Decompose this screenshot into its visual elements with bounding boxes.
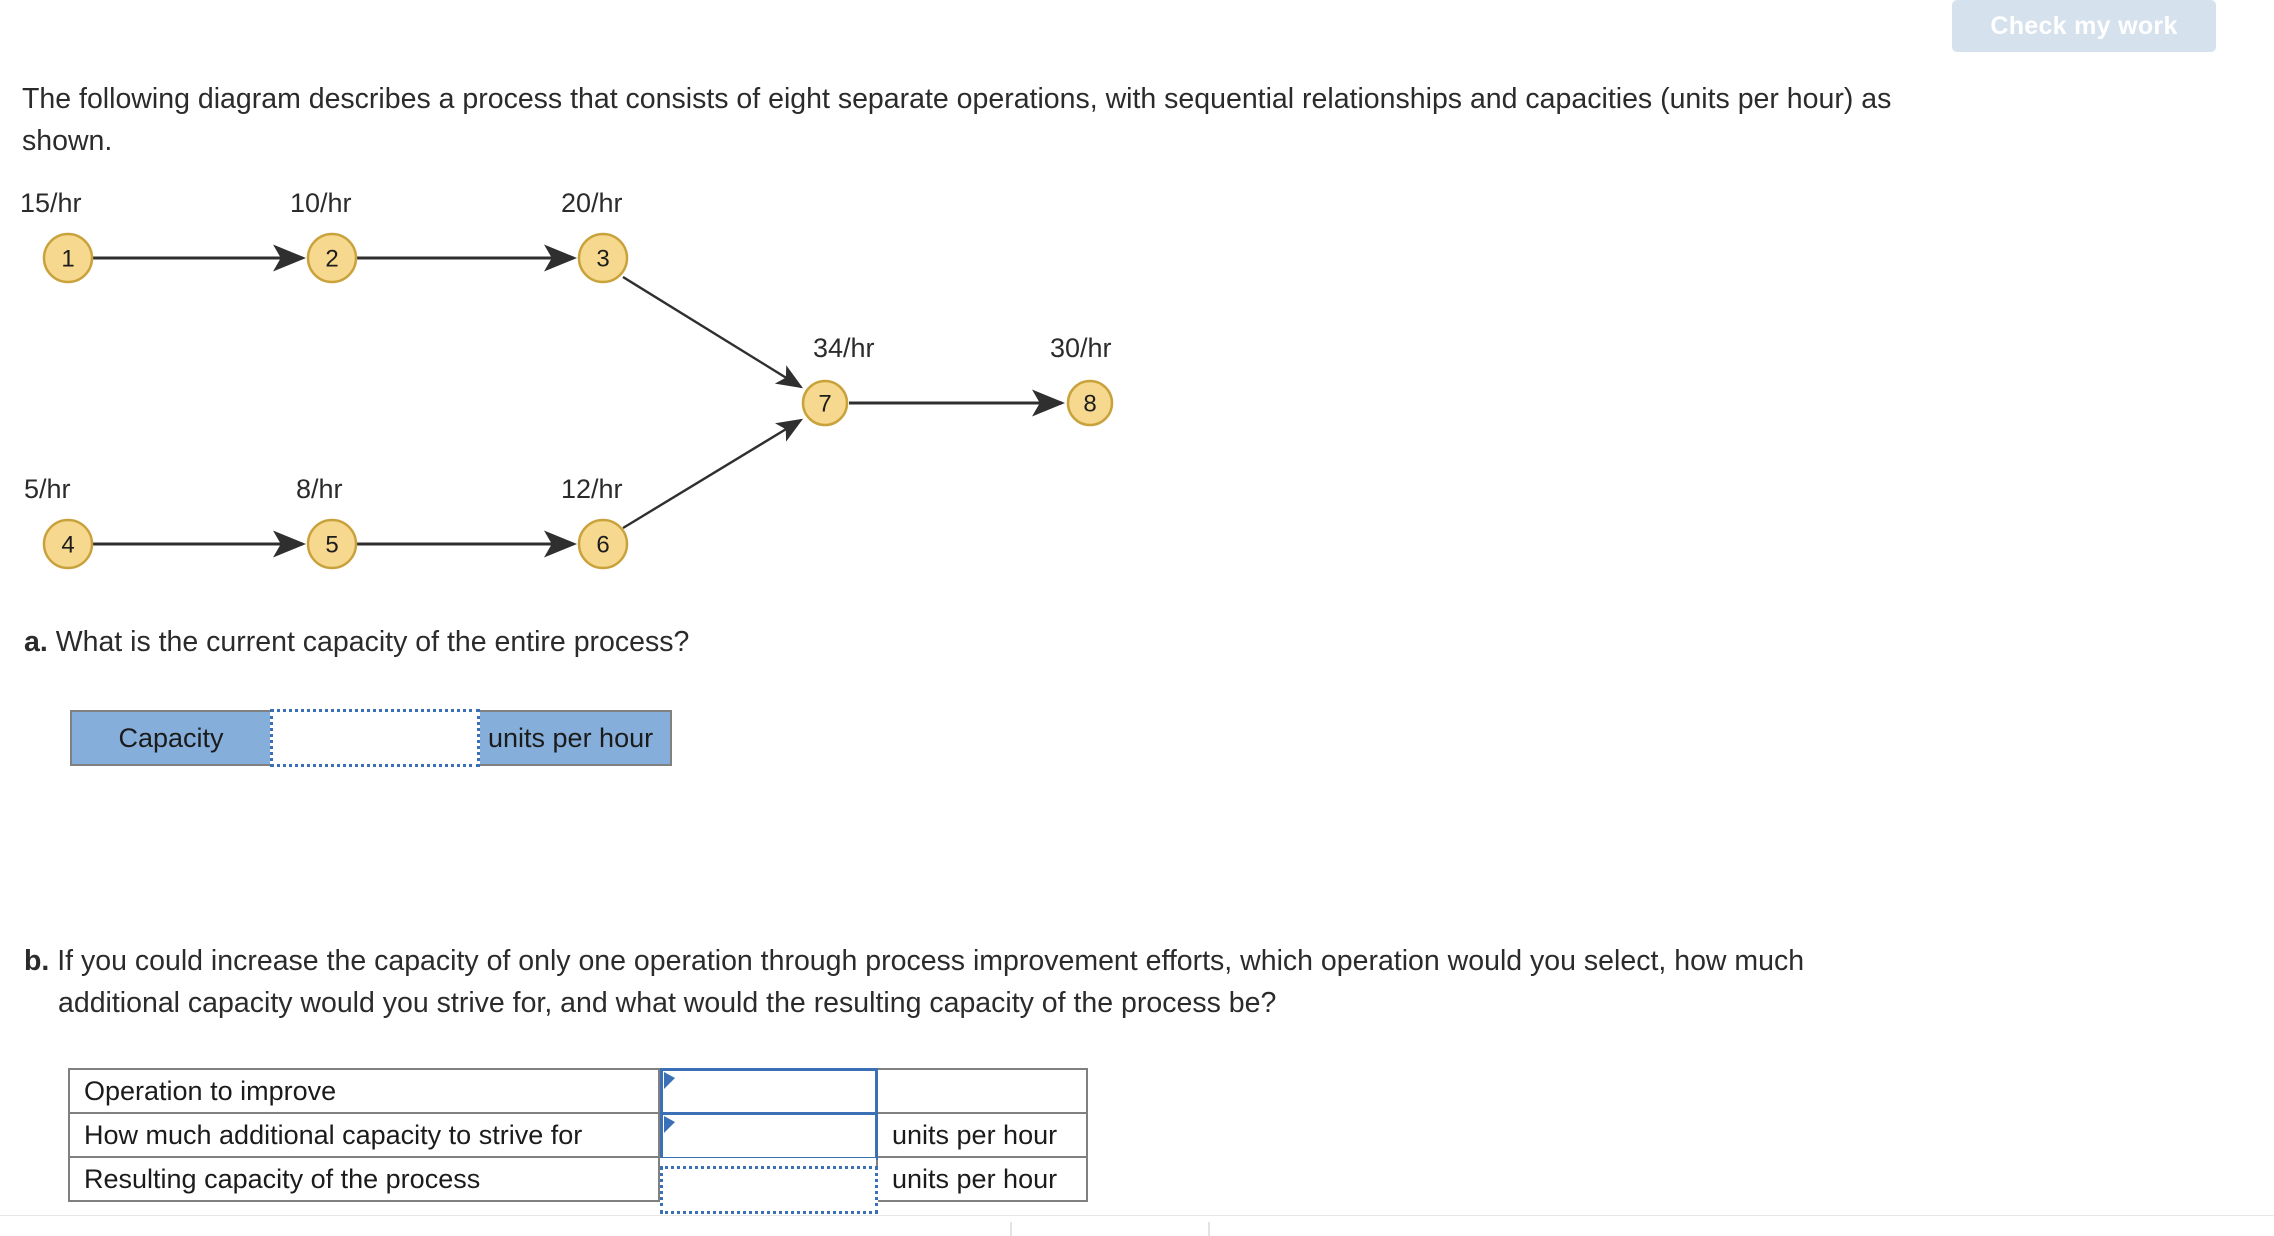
- resulting-capacity-cell[interactable]: [658, 1156, 878, 1214]
- input-wrapper: [660, 1068, 878, 1116]
- edge-3-7: [622, 275, 804, 389]
- node-3-capacity-label: 20/hr: [561, 188, 623, 218]
- diagram-node-3: 20/hr 3: [561, 188, 629, 284]
- row-label-operation-to-improve: Operation to improve: [68, 1068, 660, 1114]
- question-a-text: What is the current capacity of the enti…: [47, 626, 690, 658]
- node-5-circle: [306, 518, 358, 570]
- question-b-text: If you could increase the capacity of on…: [49, 945, 1805, 1019]
- node-3-label: 3: [596, 246, 609, 273]
- node-3-circle: [577, 232, 629, 284]
- row-units-additional-capacity: units per hour: [876, 1112, 1088, 1158]
- capacity-input[interactable]: [270, 709, 480, 767]
- input-wrapper: [660, 1112, 878, 1160]
- diagram-node-2: 10/hr 2: [290, 188, 358, 284]
- question-a-letter: a.: [24, 626, 48, 658]
- node-6-label: 6: [596, 532, 609, 559]
- node-6-capacity-label: 12/hr: [561, 474, 623, 504]
- question-b-letter: b.: [24, 945, 50, 977]
- question-b-answer-table: Operation to improve How much additional…: [68, 1068, 1088, 1214]
- node-5-label: 5: [325, 532, 338, 559]
- node-4-circle: [42, 518, 94, 570]
- row-units-resulting-capacity: units per hour: [876, 1156, 1088, 1202]
- row-label-additional-capacity: How much additional capacity to strive f…: [68, 1112, 660, 1158]
- operation-to-improve-cell[interactable]: [658, 1068, 878, 1116]
- diagram-node-5: 8/hr 5: [296, 474, 358, 570]
- node-8-capacity-label: 30/hr: [1050, 333, 1112, 363]
- node-7-capacity-label: 34/hr: [813, 333, 875, 363]
- bottom-divider: [0, 1215, 2274, 1216]
- capacity-units-label: units per hour: [488, 722, 654, 753]
- check-my-work-button[interactable]: Check my work: [1952, 0, 2216, 52]
- diagram-node-7: 34/hr 7: [801, 333, 875, 427]
- node-1-label: 1: [61, 246, 74, 273]
- node-4-capacity-label: 5/hr: [24, 474, 71, 504]
- node-7-circle: [801, 379, 849, 427]
- node-7-label: 7: [818, 391, 831, 418]
- additional-capacity-cell[interactable]: [658, 1112, 878, 1160]
- diagram-node-6: 12/hr 6: [561, 474, 629, 570]
- operation-to-improve-input[interactable]: [660, 1068, 878, 1116]
- input-wrapper: [660, 1158, 878, 1214]
- table-row: Operation to improve: [68, 1068, 1088, 1116]
- node-5-capacity-label: 8/hr: [296, 474, 343, 504]
- diagram-node-1: 15/hr 1: [20, 188, 94, 284]
- node-2-capacity-label: 10/hr: [290, 188, 352, 218]
- diagram-edges: [92, 244, 1065, 558]
- table-row: How much additional capacity to strive f…: [68, 1112, 1088, 1160]
- intro-paragraph: The following diagram describes a proces…: [22, 83, 1892, 157]
- table-row: Resulting capacity of the process units …: [68, 1156, 1088, 1214]
- bottom-tick-right: [1208, 1222, 1210, 1236]
- node-8-circle: [1066, 379, 1114, 427]
- process-flow-svg: 15/hr 1 10/hr 2 20/hr 3 5/hr 4 8/hr 5: [20, 188, 1114, 570]
- node-4-label: 4: [61, 532, 74, 559]
- row-label-resulting-capacity: Resulting capacity of the process: [68, 1156, 660, 1202]
- capacity-answer-row: Capacity units per hour: [70, 709, 672, 767]
- process-flow-diagram: 15/hr 1 10/hr 2 20/hr 3 5/hr 4 8/hr 5: [0, 185, 1200, 585]
- bottom-tick-left: [1010, 1222, 1012, 1236]
- additional-capacity-input[interactable]: [660, 1112, 878, 1160]
- node-1-circle: [42, 232, 94, 284]
- question-b: b. If you could increase the capacity of…: [24, 940, 1924, 1024]
- node-8-label: 8: [1083, 391, 1096, 418]
- node-6-circle: [577, 518, 629, 570]
- question-a: a. What is the current capacity of the e…: [24, 622, 689, 662]
- diagram-node-4: 5/hr 4: [24, 474, 94, 570]
- node-1-capacity-label: 15/hr: [20, 188, 82, 218]
- diagram-node-8: 30/hr 8: [1050, 333, 1114, 427]
- row-units-operation-to-improve: [876, 1068, 1088, 1114]
- node-2-circle: [306, 232, 358, 284]
- capacity-row-label: Capacity: [118, 722, 224, 753]
- resulting-capacity-input[interactable]: [660, 1166, 878, 1214]
- node-2-label: 2: [325, 246, 338, 273]
- edge-6-7: [622, 418, 804, 530]
